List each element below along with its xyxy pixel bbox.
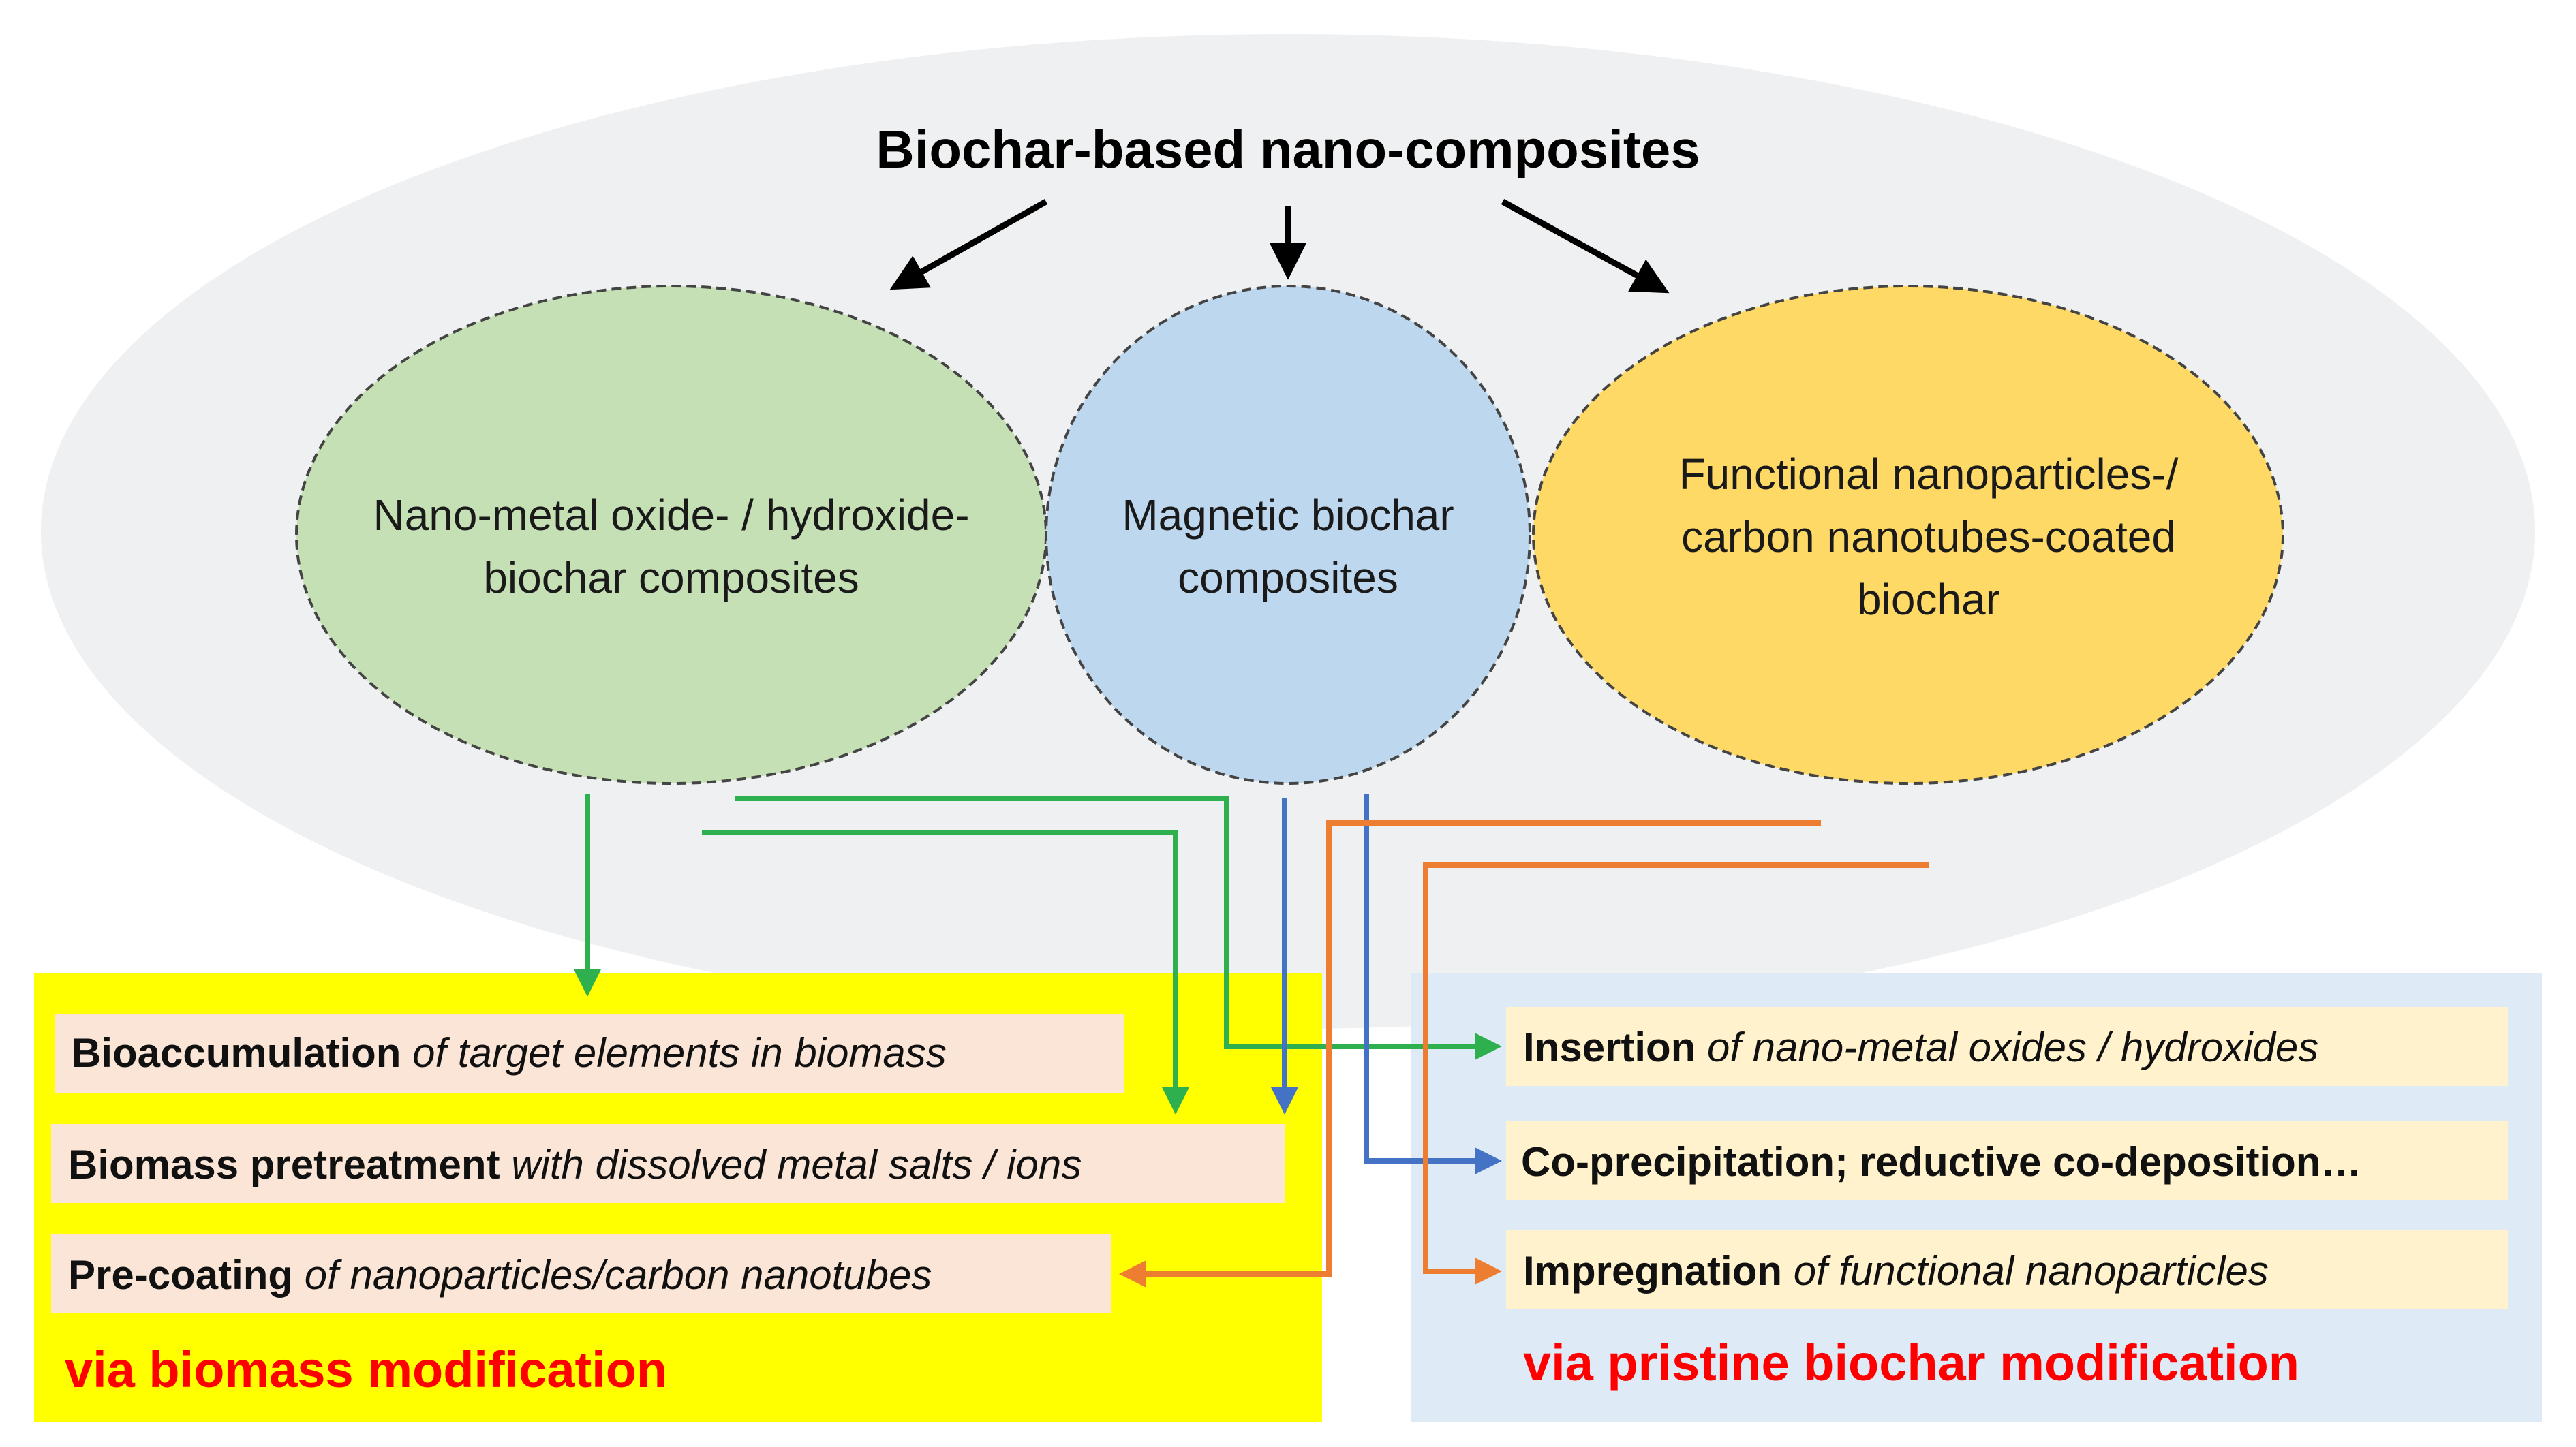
arrow-title-to-metal-oxide (889, 199, 1048, 290)
ellipse-magnetic (1045, 285, 1531, 785)
method-biomass-pretreatment-bold: Biomass pretreatment (68, 1142, 500, 1187)
method-box-co-precipitation (1506, 1121, 2508, 1200)
method-impregnation-italic: of functional nanoparticles (1794, 1248, 2269, 1294)
arrow-metal-oxide-to-biomass-pretreatment (702, 830, 1189, 1115)
arrow-magnetic-to-co-precipitation (1364, 794, 1502, 1174)
ellipse-label-magnetic-line1: Magnetic biochar (1122, 491, 1454, 540)
method-box-pre-coating (51, 1234, 1111, 1313)
method-box-bioaccumulation (55, 1014, 1124, 1093)
ellipse-label-magnetic-line2: composites (1178, 553, 1398, 602)
method-insertion-italic: of nano-metal oxides / hydroxides (1707, 1025, 2318, 1070)
pristine-panel-label: via pristine biochar modification (1523, 1335, 2299, 1391)
arrow-title-to-functional (1501, 199, 1670, 294)
ellipse-label-metal-oxide-line1: Nano-metal oxide- / hydroxide- (373, 491, 969, 540)
arrow-functional-to-impregnation (1423, 862, 1929, 1285)
diagram-title: Biochar-based nano-composites (876, 119, 1700, 179)
ellipse-functional (1532, 285, 2284, 785)
method-impregnation: Impregnation of functional nanoparticles (1523, 1248, 2269, 1294)
method-impregnation-bold: Impregnation (1523, 1248, 1782, 1294)
ellipse-label-functional-line1: Functional nanoparticles-/ (1679, 450, 2179, 499)
method-bioaccumulation-bold: Bioaccumulation (72, 1030, 401, 1076)
ellipse-label-functional-line3: biochar (1857, 575, 2000, 624)
method-biomass-pretreatment-italic: with dissolved metal salts / ions (511, 1142, 1082, 1187)
method-co-precipitation-bold: Co-precipitation; reductive co-depositio… (1521, 1139, 2361, 1185)
method-pre-coating-bold: Pre-coating (68, 1252, 293, 1298)
method-biomass-pretreatment: Biomass pretreatment with dissolved meta… (68, 1142, 1082, 1187)
method-pre-coating-italic: of nanoparticles/carbon nanotubes (305, 1252, 932, 1298)
biomass-panel-label: via biomass modification (65, 1341, 667, 1398)
method-insertion: Insertion of nano-metal oxides / hydroxi… (1523, 1025, 2318, 1070)
arrow-metal-oxide-to-insertion (735, 796, 1502, 1060)
method-insertion-bold: Insertion (1523, 1025, 1696, 1070)
method-co-precipitation: Co-precipitation; reductive co-depositio… (1521, 1139, 2361, 1185)
ellipse-label-metal-oxide-line2: biochar composites (483, 553, 859, 602)
method-box-insertion (1506, 1007, 2508, 1086)
method-box-impregnation (1506, 1230, 2508, 1309)
ellipse-label-functional-line2: carbon nanotubes-coated (1681, 512, 2176, 561)
method-bioaccumulation-italic: of target elements in biomass (412, 1030, 947, 1076)
method-box-biomass-pretreatment (51, 1124, 1285, 1203)
method-pre-coating: Pre-coating of nanoparticles/carbon nano… (68, 1252, 932, 1298)
arrow-functional-to-pre-coating (1119, 820, 1821, 1288)
method-bioaccumulation: Bioaccumulation of target elements in bi… (72, 1030, 947, 1076)
